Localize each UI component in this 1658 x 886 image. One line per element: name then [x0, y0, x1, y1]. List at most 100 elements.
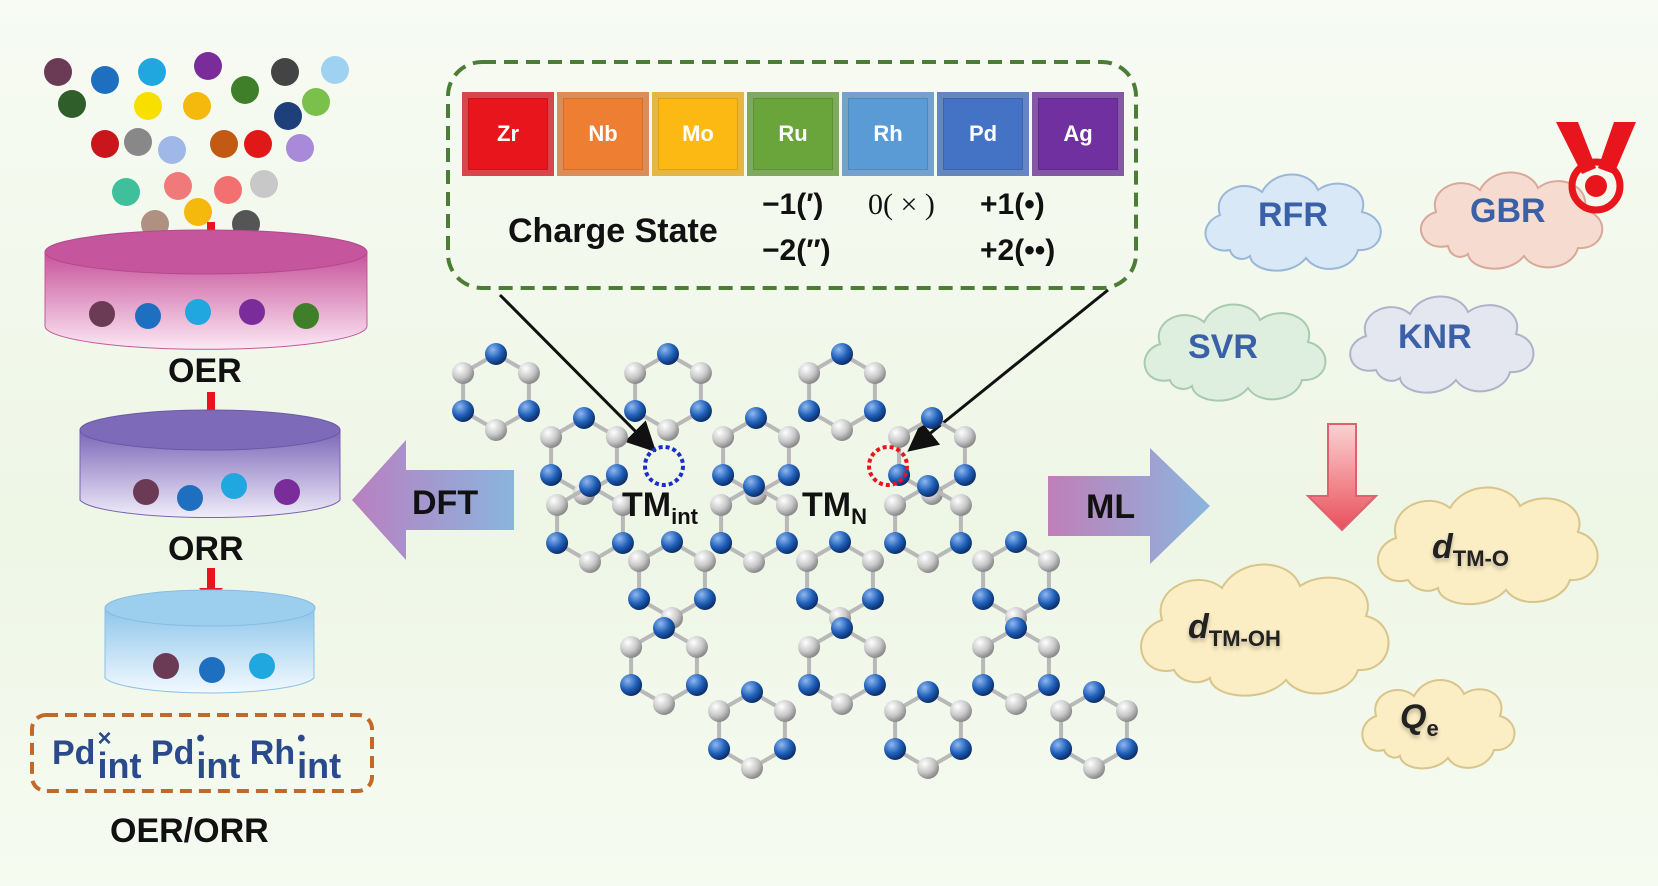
medal-icon: [1556, 122, 1636, 214]
carbon-atom: [624, 362, 647, 384]
nitrogen-atom: [1037, 588, 1060, 610]
tm-int-site: [643, 445, 685, 487]
carbon-atom: [884, 700, 907, 722]
carbon-atom: [798, 362, 821, 384]
carbon-atom: [798, 636, 821, 658]
carbon-atom: [917, 757, 939, 779]
carbon-atom: [710, 494, 733, 516]
nitrogen-atom: [661, 531, 683, 553]
carbon-atom: [743, 551, 765, 573]
carbon-atom: [863, 362, 886, 384]
nitrogen-atom: [1115, 738, 1138, 760]
nitrogen-atom: [863, 400, 886, 422]
cloud-knr: [1349, 295, 1535, 394]
element-tile-zr: Zr: [462, 92, 554, 176]
nitrogen-atom: [485, 343, 507, 365]
charge-frame: [446, 60, 1138, 290]
nitrogen-atom: [1005, 531, 1027, 553]
nitrogen-atom: [579, 475, 601, 497]
hexagon-ring: [888, 407, 976, 505]
orr-dish: [79, 409, 341, 519]
hexagon-ring: [972, 531, 1060, 629]
nitrogen-atom: [708, 738, 731, 760]
nitrogen-atom: [605, 464, 628, 486]
carbon-atom: [775, 494, 798, 516]
hexagon-ring: [972, 617, 1060, 715]
carbon-atom: [884, 494, 907, 516]
nitrogen-atom: [689, 400, 712, 422]
nitrogen-atom: [743, 475, 765, 497]
nitrogen-atom: [693, 588, 716, 610]
hexagon-ring: [540, 407, 628, 505]
charge-plus-2: +2(••): [980, 234, 1056, 267]
hexagon-ring: [546, 475, 634, 573]
hexagon-ring: [884, 681, 972, 779]
carbon-atom: [949, 494, 972, 516]
cloud-rfr: [1204, 173, 1382, 272]
nitrogen-atom: [611, 532, 634, 554]
selection-arrow: [1305, 423, 1379, 532]
carbon-atom: [863, 636, 886, 658]
nitrogen-atom: [773, 738, 796, 760]
carbon-atom: [1005, 693, 1027, 715]
tm-n-site: [867, 445, 909, 487]
oer-label: OER: [168, 352, 242, 390]
dft-label: DFT: [412, 484, 479, 522]
feature-qe: Qe: [1400, 698, 1439, 741]
defect-rh-plus: Rh•int: [249, 725, 342, 786]
carbon-atom: [1083, 757, 1105, 779]
nitrogen-atom: [953, 464, 976, 486]
hexagon-ring: [798, 617, 886, 715]
hexagon-ring: [624, 343, 712, 441]
nitrogen-atom: [1050, 738, 1073, 760]
carbon-atom: [831, 693, 853, 715]
nitrogen-atom: [657, 343, 679, 365]
nitrogen-atom: [884, 532, 907, 554]
cloud-d-tm-oh: [1140, 563, 1390, 697]
charge-minus-1: −1(′): [762, 188, 824, 221]
model-knr: KNR: [1398, 318, 1472, 356]
carbon-atom: [517, 362, 540, 384]
carbon-atom: [917, 551, 939, 573]
nitrogen-atom: [798, 400, 821, 422]
element-tile-rh: Rh: [842, 92, 934, 176]
carbon-atom: [689, 362, 712, 384]
hexagon-ring: [884, 475, 972, 573]
nitrogen-atom: [452, 400, 475, 422]
tm-n-label: TMN: [802, 486, 867, 529]
oer-dish: [44, 229, 368, 350]
carbon-atom: [693, 550, 716, 572]
nitrogen-atom: [620, 674, 643, 696]
carbon-atom: [605, 426, 628, 448]
carbon-atom: [1115, 700, 1138, 722]
nitrogen-atom: [798, 674, 821, 696]
cloud-qe: [1361, 679, 1516, 770]
model-gbr: GBR: [1470, 192, 1546, 230]
carbon-atom: [653, 693, 675, 715]
carbon-atom: [452, 362, 475, 384]
nitrogen-atom: [829, 531, 851, 553]
dft-arrow: [352, 440, 514, 560]
nitrogen-atom: [1037, 674, 1060, 696]
defect-list: Pd×int Pd•int Rh•int: [52, 725, 342, 786]
nitrogen-atom: [831, 617, 853, 639]
hexagon-ring: [712, 407, 800, 505]
nitrogen-atom: [573, 407, 595, 429]
nitrogen-atom: [921, 407, 943, 429]
hexagon-ring: [710, 475, 798, 573]
feature-d-tm-o: dTM-O: [1432, 528, 1509, 571]
charge-plus-1: +1(•): [980, 188, 1045, 221]
cloud-gbr: [1419, 171, 1604, 270]
hexagon-ring: [1050, 681, 1138, 779]
hexagon-ring: [452, 343, 540, 441]
tm-int-label: TMint: [622, 486, 698, 529]
nitrogen-atom: [917, 475, 939, 497]
charge-state-label: Charge State: [508, 212, 718, 250]
nitrogen-atom: [888, 464, 911, 486]
carbon-atom: [972, 550, 995, 572]
nitrogen-atom: [861, 588, 884, 610]
hexagon-ring: [796, 531, 884, 629]
defect-box: [30, 713, 374, 793]
nitrogen-atom: [624, 400, 647, 422]
nitrogen-atom: [884, 738, 907, 760]
